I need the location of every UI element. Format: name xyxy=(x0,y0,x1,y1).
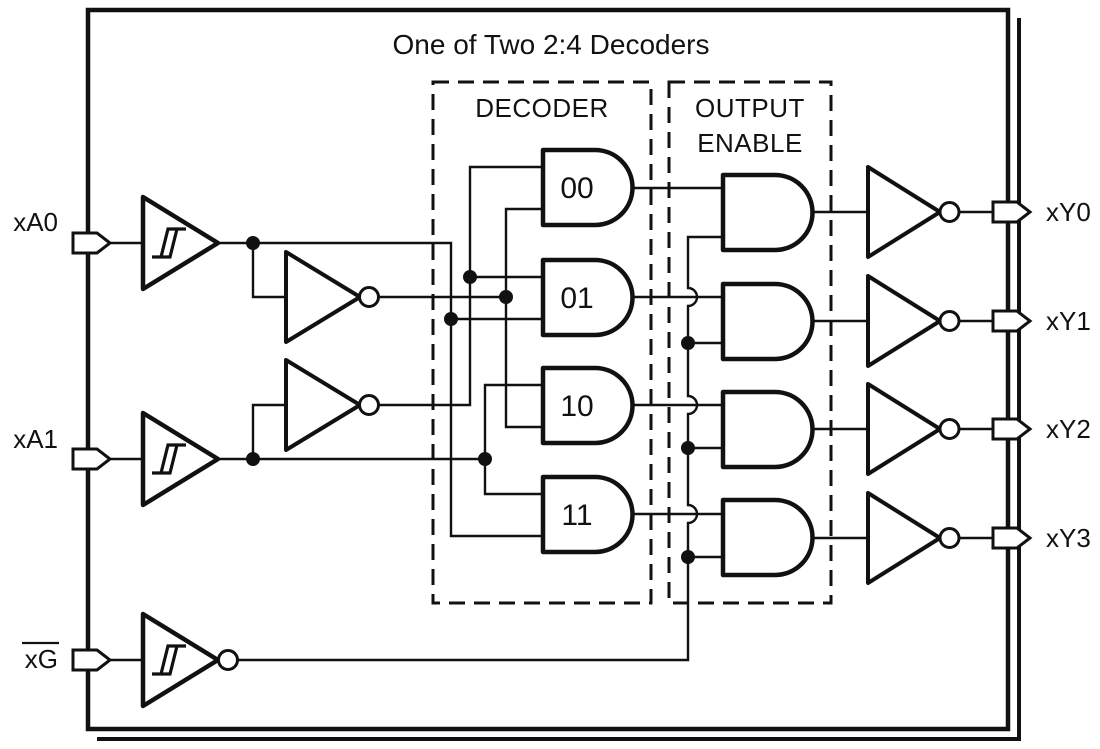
chip-border xyxy=(85,7,1011,732)
output-pin-xy1 xyxy=(991,309,1033,333)
inverter-triangle xyxy=(866,491,942,585)
buffer-triangle xyxy=(140,410,221,508)
output-label-xy2: xY2 xyxy=(1046,414,1091,444)
output-inverter-y2 xyxy=(866,382,961,476)
input-label-xa0: xA0 xyxy=(13,207,58,237)
hysteresis-icon xyxy=(152,227,186,259)
output-enable-and-gate-0 xyxy=(720,172,815,253)
schmitt-buffer-a1 xyxy=(140,410,221,508)
inverter-triangle xyxy=(866,382,942,476)
wire-a1-inverted xyxy=(378,165,546,407)
wire-a0 xyxy=(216,241,546,538)
junction-dot xyxy=(246,236,260,250)
input-pin-xa0 xyxy=(71,231,113,255)
inverter-triangle xyxy=(284,358,362,452)
and-gate-label: 01 xyxy=(560,282,593,315)
output-label-xy0: xY0 xyxy=(1046,197,1091,227)
chip-shadow-border xyxy=(97,18,1021,741)
not-bubble xyxy=(938,201,961,223)
output-inverter-y0 xyxy=(866,165,961,259)
output-enable-section: OUTPUT ENABLE xyxy=(667,80,833,605)
wire-a1-bus xyxy=(483,383,546,496)
junction-dots xyxy=(246,236,695,564)
not-bubble xyxy=(358,394,380,416)
input-pin-xa1 xyxy=(71,447,113,471)
output-pin-xy3 xyxy=(991,526,1033,550)
schmitt-buffer-g xyxy=(140,611,239,709)
junction-dot xyxy=(681,441,695,455)
junction-dot xyxy=(681,550,695,564)
not-bubble xyxy=(938,310,961,332)
junction-dot xyxy=(444,312,458,326)
junction-dot xyxy=(463,270,477,284)
and-gate-label: 10 xyxy=(560,390,593,423)
output-enable-label-line2: ENABLE xyxy=(697,128,803,158)
and-gate-body xyxy=(540,365,635,446)
inverter-triangle xyxy=(284,250,362,344)
input-pin-xg xyxy=(71,648,113,672)
output-enable-and-gate-2 xyxy=(720,389,815,470)
junction-dot xyxy=(499,290,513,304)
not-bubble xyxy=(938,418,961,440)
output-enable-and-gate-1 xyxy=(720,281,815,362)
schmitt-buffer-a0 xyxy=(140,194,221,292)
and-gate-body xyxy=(540,474,635,555)
buffer-triangle xyxy=(140,194,221,292)
inverter-triangle xyxy=(866,165,942,259)
output-label-xy1: xY1 xyxy=(1046,306,1091,336)
output-pin-xy0 xyxy=(991,200,1033,224)
and-gate-01: 01 xyxy=(540,257,635,338)
input-label-xa1: xA1 xyxy=(13,424,58,454)
output-enable-label-line1: OUTPUT xyxy=(695,93,805,123)
diagram-title: One of Two 2:4 Decoders xyxy=(393,29,710,60)
output-enable-box xyxy=(667,80,833,605)
output-pin-xy2 xyxy=(991,417,1033,441)
buffer-triangle xyxy=(140,611,221,709)
input-label-xg: xG xyxy=(25,644,58,674)
inverter-triangle xyxy=(866,274,942,368)
and-gate-label: 11 xyxy=(561,499,592,532)
decoder-box xyxy=(431,80,653,605)
inverter-a1 xyxy=(284,358,380,452)
junction-dot xyxy=(246,452,260,466)
output-inverter-y3 xyxy=(866,491,961,585)
and-gate-10: 10 xyxy=(540,365,635,446)
wire-a0-to-inverter xyxy=(251,243,288,299)
hysteresis-icon xyxy=(152,644,186,676)
output-label-xy3: xY3 xyxy=(1046,523,1091,553)
and-gate-label: 00 xyxy=(560,172,593,205)
junction-dot xyxy=(681,336,695,350)
and-gate-body xyxy=(540,147,635,228)
decoder-box-label: DECODER xyxy=(475,93,609,123)
inverter-a0 xyxy=(284,250,380,344)
decoder-section: DECODER xyxy=(431,80,653,605)
output-inverter-y1 xyxy=(866,274,961,368)
and-gate-00: 00 xyxy=(540,147,635,228)
not-bubble xyxy=(217,649,239,671)
output-enable-and-gate-3 xyxy=(720,497,815,578)
wire-a0-inverted-bus xyxy=(504,207,546,429)
wire-a1-to-inverter xyxy=(251,403,288,459)
wires xyxy=(106,165,996,662)
not-bubble xyxy=(938,527,961,549)
hysteresis-icon xyxy=(152,443,186,475)
not-bubble xyxy=(358,286,380,308)
and-gate-11: 11 xyxy=(540,474,635,555)
and-gate-body xyxy=(540,257,635,338)
junction-dot xyxy=(478,452,492,466)
